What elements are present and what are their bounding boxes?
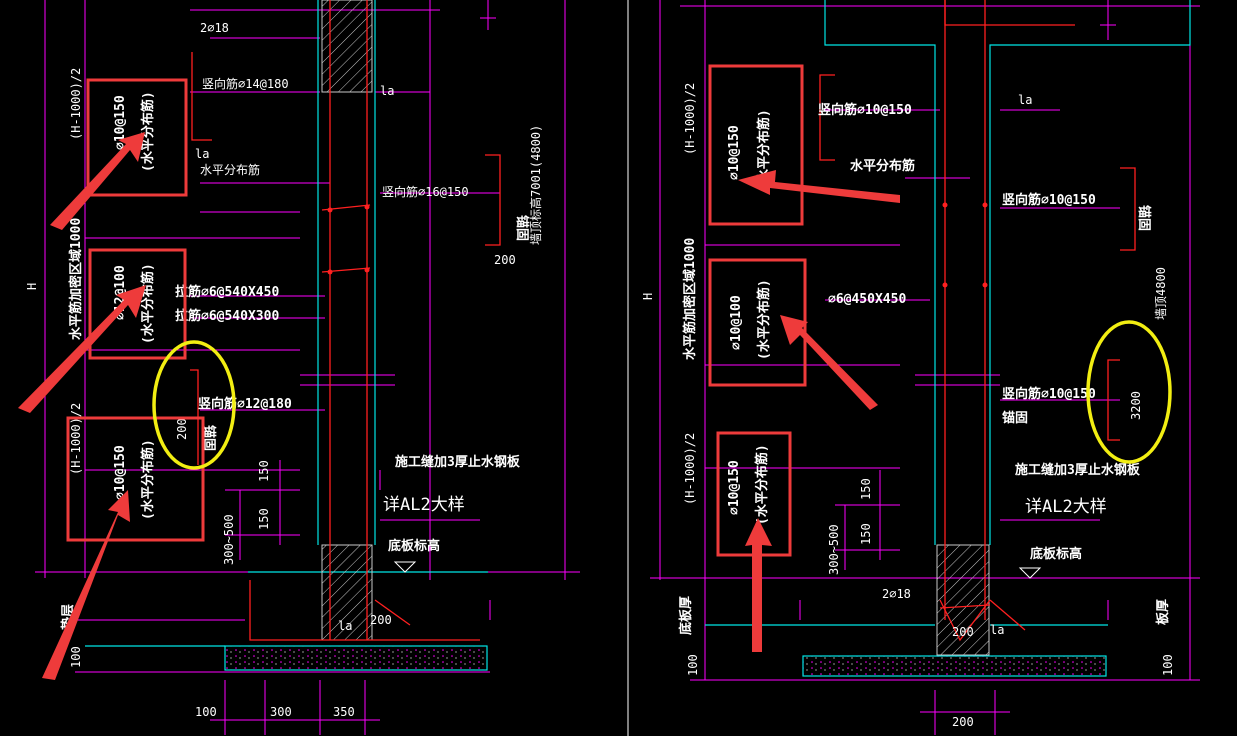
right-dim-300-500: 300~500: [827, 524, 841, 575]
right-anchor-small: 锚固: [1002, 410, 1028, 426]
right-arrow-1: [738, 170, 900, 203]
left-rebar-points: [327, 204, 370, 275]
tie-2-label: 拉筋⌀6@540X300: [175, 308, 279, 324]
right-dim-3200: 3200: [1129, 391, 1143, 420]
anchor-label: 锚固: [514, 215, 530, 241]
left-arrows: [18, 132, 146, 680]
right-dim-150-b: 150: [859, 523, 873, 545]
right-construction-joint: 施工缝加3厚止水钢板: [1015, 462, 1141, 478]
rebar-top-label: 2⌀18: [200, 21, 229, 35]
right-reinforce-side: 水平筋加密区域1000: [682, 238, 698, 360]
la-label-1: la: [380, 84, 394, 98]
right-box2-line1: ⌀10@100: [729, 295, 744, 350]
left-box-2: [88, 248, 187, 360]
left-dimension-lines: [35, 0, 580, 735]
construction-joint-label: 施工缝加3厚止水钢板: [395, 454, 521, 470]
box2-line2: (水平分布筋): [140, 263, 156, 344]
right-panel: la H (H-1000)/2 (H-1000)/2 水平筋加密区域1000 竖…: [641, 0, 1200, 735]
right-la-label: la: [1018, 93, 1032, 107]
right-arrow-3: [745, 518, 772, 652]
dim-100: 100: [69, 646, 83, 668]
right-rebar-bottom: 2⌀18: [882, 587, 911, 601]
anchor-small-label: 锚固: [201, 425, 217, 451]
dim-150-b: 150: [257, 508, 271, 530]
right-vertical-rebar-outer: 竖向筋⌀10@150: [818, 102, 912, 118]
vertical-rebar-inner-label: 竖向筋⌀16@150: [382, 184, 469, 199]
left-wall-outline: [85, 0, 488, 671]
right-tie-label: ⌀6@450X450: [828, 292, 906, 307]
right-box1-line1: ⌀10@150: [727, 125, 742, 180]
right-h-label: H: [641, 293, 655, 300]
left-box-3: [66, 416, 205, 542]
left-rebar-lines: [190, 0, 501, 641]
right-horizontal-dist: 水平分布筋: [850, 158, 915, 174]
box3-line1: ⌀10@150: [113, 445, 128, 500]
right-wall-outline: [705, 0, 1191, 677]
bottom-dim-1: 100: [195, 705, 217, 719]
bottom-dim-2: 300: [270, 705, 292, 719]
right-vertical-rebar-inner: 竖向筋⌀10@150: [1002, 192, 1096, 208]
right-dim-100-left: 100: [686, 654, 700, 676]
detail-ref-label: 详AL2大样: [383, 495, 465, 515]
slab-bottom-label: 底板标高: [388, 538, 440, 554]
left-box-1: [86, 78, 188, 197]
left-arrow-1: [50, 132, 145, 230]
left-arrow-3: [42, 490, 130, 680]
right-dimension-lines: [650, 0, 1200, 735]
dim-150-a: 150: [257, 460, 271, 482]
h-label: H: [25, 283, 39, 290]
right-elev-label: 墙顶4800: [1154, 267, 1168, 320]
left-panel: 2⌀18 竖向筋⌀14@180 la la 水平分布筋 竖向筋⌀16@150 2…: [18, 0, 580, 735]
elev-label: 墙顶标高7001(4800): [528, 125, 543, 245]
reinforce-side-label: 水平筋加密区域1000: [68, 218, 84, 340]
vertical-rebar-low-label: 竖向筋⌀12@180: [198, 396, 292, 412]
right-rebar-points: [942, 202, 988, 288]
right-vertical-rebar-low: 竖向筋⌀10@150: [1002, 386, 1096, 402]
right-dim-200-bottom: 200: [952, 625, 974, 639]
h-split-top: (H-1000)/2: [69, 68, 83, 140]
right-slab-bottom: 底板标高: [1030, 546, 1082, 562]
right-box3-line2: (水平分布筋): [754, 444, 770, 525]
right-box1-line2: (水平分布筋): [756, 109, 772, 190]
right-box2-line2: (水平分布筋): [756, 279, 772, 360]
dim-200-bottom: 200: [370, 613, 392, 627]
right-dim-150-a: 150: [859, 478, 873, 500]
vertical-rebar-outer-label: 竖向筋⌀14@180: [202, 76, 289, 91]
right-bottom-dim: 200: [952, 715, 974, 729]
bottom-dim-3: 350: [333, 705, 355, 719]
right-elevation-marker: [1018, 567, 1042, 579]
right-rebar-lines: [819, 0, 1136, 642]
dim-300-500: 300~500: [222, 514, 236, 565]
box1-line2: (水平分布筋): [140, 91, 156, 172]
right-detail-ref: 详AL2大样: [1025, 497, 1107, 517]
dim-200-yellow: 200: [175, 418, 189, 440]
left-arrow-2: [18, 285, 146, 413]
la-label-2: la: [195, 147, 209, 161]
la-bottom: la: [338, 619, 352, 633]
left-yellow-highlight: [152, 340, 236, 470]
h-split-bottom: (H-1000)/2: [69, 403, 83, 475]
right-arrows: [738, 170, 900, 652]
elevation-marker: [393, 561, 417, 573]
right-dim-100-right: 100: [1161, 654, 1175, 676]
right-la-bottom: la: [990, 623, 1004, 637]
right-h-split-top: (H-1000)/2: [683, 83, 697, 155]
horizontal-dist-label: 水平分布筋: [200, 162, 260, 177]
right-base-label: 底板厚: [678, 596, 694, 635]
right-box-1: [708, 64, 804, 226]
left-highlight-boxes: [66, 78, 205, 542]
right-arrow-2: [780, 315, 878, 410]
box3-line2: (水平分布筋): [140, 439, 156, 520]
right-box3-line1: ⌀10@150: [727, 460, 742, 515]
right-yellow-highlight: [1086, 320, 1172, 464]
right-anchor-label: 锚固: [1136, 205, 1152, 231]
right-h-split-bottom: (H-1000)/2: [683, 433, 697, 505]
box1-line1: ⌀10@150: [113, 95, 128, 150]
dim-200-right: 200: [494, 253, 516, 267]
tie-1-label: 拉筋⌀6@540X450: [175, 284, 279, 300]
right-side-label: 板厚: [1155, 599, 1171, 625]
